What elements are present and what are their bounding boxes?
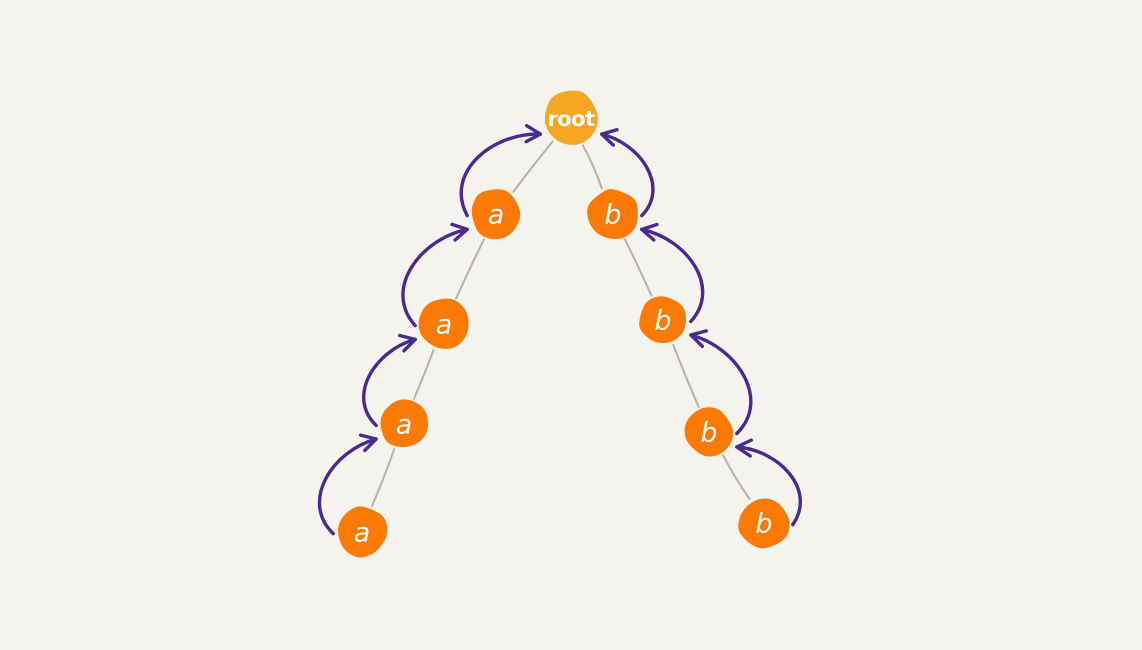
- tree-node-root[interactable]: root: [544, 90, 598, 145]
- tree-edge-a1-a2: [455, 238, 485, 300]
- parent-pointer-b4-to-b3: [735, 445, 802, 527]
- tree-edge-b3-b4: [722, 454, 751, 500]
- tree-node-b4[interactable]: b: [738, 498, 790, 549]
- node-circle-a2: [418, 298, 469, 349]
- node-circle-a3: [380, 399, 429, 448]
- arrow-head-a4-to-a3: [358, 433, 378, 453]
- parent-pointer-a3-to-a2: [362, 337, 417, 428]
- node-circle-a4: [338, 506, 388, 558]
- tree-node-a3[interactable]: a: [380, 399, 429, 448]
- tree-edge-a3-a4: [371, 448, 396, 507]
- tree-edge-root-b1: [582, 144, 603, 190]
- parent-pointer-b1-to-root: [600, 132, 655, 218]
- tree-node-a2[interactable]: a: [418, 298, 469, 349]
- tree-node-a1[interactable]: a: [471, 189, 521, 240]
- tree-edge-layer: [371, 140, 751, 507]
- parent-pointer-b2-to-b1: [640, 227, 705, 324]
- arrow-head-b4-to-b3: [735, 438, 753, 458]
- arrow-head-b3-to-b2: [689, 329, 708, 348]
- arrow-head-a2-to-a1: [450, 222, 469, 242]
- arrow-head-b1-to-root: [600, 127, 619, 147]
- node-circle-b2: [639, 296, 687, 344]
- tree-edge-root-a1: [512, 140, 554, 193]
- tree-edge-b1-b2: [623, 238, 653, 297]
- arrow-head-a3-to-a2: [398, 333, 417, 353]
- tree-node-b1[interactable]: b: [587, 189, 638, 239]
- tree-node-b2[interactable]: b: [639, 296, 687, 344]
- parent-pointer-b3-to-b2: [689, 333, 753, 436]
- parent-pointer-a2-to-a1: [401, 227, 469, 328]
- tree-node-b3[interactable]: b: [684, 407, 734, 457]
- parent-pointer-a1-to-root: [459, 132, 542, 218]
- parent-pointer-arrow-layer: [317, 124, 802, 536]
- tree-edge-a2-a3: [413, 349, 435, 400]
- arrow-head-b2-to-b1: [640, 222, 659, 242]
- node-circle-b4: [738, 498, 790, 549]
- node-circle-a1: [471, 189, 521, 240]
- node-circle-b1: [587, 189, 638, 239]
- node-circle-b3: [684, 407, 734, 457]
- parent-pointer-a4-to-a3: [317, 437, 378, 536]
- tree-node-a4[interactable]: a: [338, 506, 388, 558]
- node-circle-root: [544, 90, 598, 145]
- arrow-head-a1-to-root: [524, 124, 542, 144]
- tree-edge-b2-b3: [672, 344, 700, 408]
